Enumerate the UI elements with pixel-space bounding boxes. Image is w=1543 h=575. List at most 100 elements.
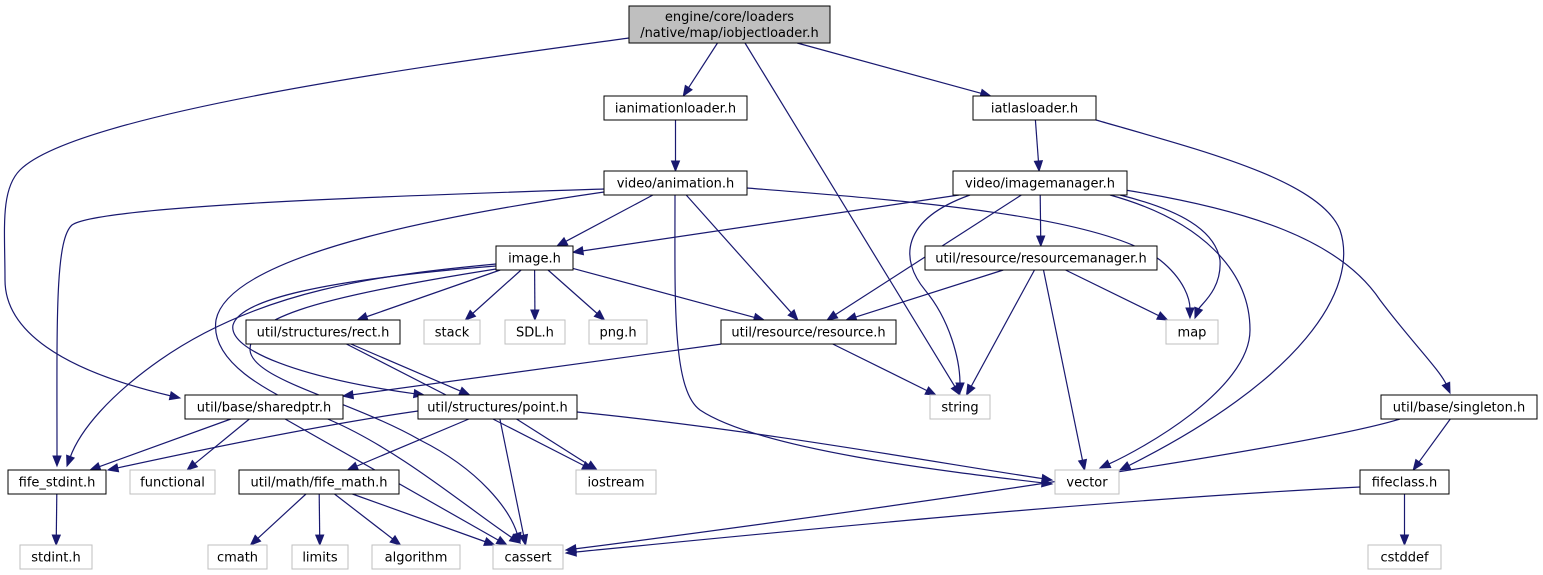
node-box (495, 245, 574, 271)
edge-resmgr-to-vector (1042, 269, 1088, 472)
node-vector: vector (1054, 469, 1120, 495)
edge-vimg-to-resmgr (1035, 194, 1046, 248)
arrow-head (585, 460, 599, 471)
node-string: string (929, 394, 991, 420)
node-box (924, 245, 1158, 271)
node-label: image.h (508, 252, 561, 267)
edge-vanim-to-map (746, 187, 1195, 320)
node-sdl: SDL.h (504, 319, 566, 345)
node-box (588, 319, 648, 345)
edge-image-to-stack (464, 269, 522, 321)
node-singleton[interactable]: util/base/singleton.h (1380, 394, 1538, 420)
arrow-head (826, 310, 839, 321)
edge-root-to-ianim (682, 42, 719, 98)
node-box (238, 469, 400, 495)
node-label: util/base/sharedptr.h (197, 401, 331, 416)
edge-point-to-fifestd (106, 410, 419, 473)
edge-root-to-shptr (3, 37, 630, 401)
node-fmath[interactable]: util/math/fife_math.h (238, 469, 400, 495)
node-point[interactable]: util/structures/point.h (417, 394, 578, 420)
node-label: stdint.h (31, 551, 80, 566)
node-label: iatlasloader.h (991, 102, 1078, 117)
arrow-head (341, 389, 355, 400)
node-image[interactable]: image.h (495, 245, 574, 271)
node-box (603, 170, 748, 196)
arrow-head (1118, 461, 1132, 471)
node-fifestd[interactable]: fife_stdint.h (7, 469, 107, 495)
arrow-head (593, 309, 606, 321)
node-label: stack (435, 326, 470, 341)
node-box (492, 544, 564, 570)
arrow-head (955, 382, 965, 395)
node-iatlas[interactable]: iatlasloader.h (972, 95, 1097, 121)
edge-fmath-to-cmath (249, 493, 307, 546)
node-vimg[interactable]: video/imagemanager.h (952, 170, 1128, 196)
edge-singleton-to-fifeclass (1412, 418, 1451, 472)
arrow-head (1077, 458, 1088, 472)
arrow-head (787, 309, 799, 322)
node-rect[interactable]: util/structures/rect.h (245, 319, 401, 345)
arrow-head (555, 236, 569, 247)
edge-fifeclass-to-cstddef (1399, 494, 1410, 547)
node-fifeclass[interactable]: fifeclass.h (1359, 469, 1450, 495)
node-shptr[interactable]: util/base/sharedptr.h (184, 394, 344, 420)
edge-point-to-vector (576, 411, 1054, 484)
node-label: util/resource/resource.h (731, 326, 885, 341)
node-label: iostream (587, 476, 644, 491)
node-label: /native/map/iobjectloader.h (640, 26, 819, 41)
node-label: functional (140, 476, 205, 491)
node-label: vector (1066, 476, 1108, 491)
node-label: util/math/fife_math.h (251, 476, 388, 491)
node-functional: functional (129, 469, 216, 495)
arrow-head (571, 246, 585, 256)
edge-fmath-to-cassert (352, 493, 496, 546)
arrow-head (1033, 160, 1044, 173)
node-box (19, 544, 93, 570)
node-box (207, 544, 268, 570)
edge-image-to-png (547, 269, 606, 321)
edge-vimg-to-vector (1098, 194, 1251, 469)
node-label: video/animation.h (617, 177, 735, 192)
arrow-head (106, 463, 120, 473)
edges-layer (3, 37, 1451, 557)
arrow-head (458, 386, 471, 396)
node-vanim[interactable]: video/animation.h (603, 170, 748, 196)
node-label: util/structures/rect.h (257, 326, 390, 341)
node-box (720, 319, 897, 345)
node-box (952, 170, 1128, 196)
arrow-head (356, 312, 369, 322)
node-box (423, 319, 481, 345)
arrow-head (518, 533, 529, 547)
node-resmgr[interactable]: util/resource/resourcemanager.h (924, 245, 1158, 271)
node-box (1380, 394, 1538, 420)
node-label: fifeclass.h (1372, 476, 1437, 491)
arrow-head (464, 309, 477, 321)
edge-ianim-to-vanim (670, 120, 681, 173)
edge-fmath-to-limits (314, 493, 325, 547)
arrow-head (1155, 311, 1169, 321)
node-cstddef: cstddef (1367, 544, 1442, 570)
arrow-head (564, 547, 577, 557)
edge-root-to-iatlas (796, 42, 992, 98)
edge-fmath-to-algorithm (334, 493, 402, 546)
node-box (245, 319, 401, 345)
node-label: limits (302, 551, 338, 566)
arrow-head (965, 383, 976, 397)
arrow-head (389, 534, 402, 546)
edge-iatlas-to-vector (1095, 119, 1345, 471)
arrow-head (88, 461, 102, 471)
node-iostream: iostream (575, 469, 657, 495)
node-label: string (941, 401, 978, 416)
node-ianim[interactable]: ianimationloader.h (603, 95, 748, 121)
node-root[interactable]: engine/core/loaders/native/map/iobjectlo… (628, 5, 831, 44)
node-box (1054, 469, 1120, 495)
node-res[interactable]: util/resource/resource.h (720, 319, 897, 345)
arrow-head (1040, 473, 1054, 484)
edge-res-to-string (832, 343, 937, 396)
arrow-head (66, 454, 76, 468)
arrow-head (1098, 459, 1112, 469)
node-box (291, 544, 349, 570)
edge-image-to-sdl (530, 269, 540, 322)
node-label: engine/core/loaders (665, 10, 794, 25)
node-box (1359, 469, 1450, 495)
